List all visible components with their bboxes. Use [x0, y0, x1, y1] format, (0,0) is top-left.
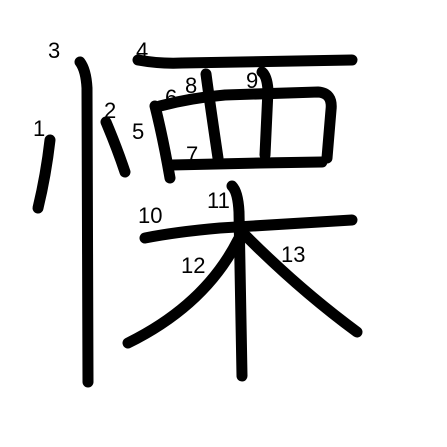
stroke-number-6: 6	[165, 85, 177, 110]
stroke-5	[149, 100, 176, 184]
stroke-number-5: 5	[132, 119, 144, 144]
stroke-2	[100, 116, 131, 178]
stroke-number-1: 1	[33, 116, 45, 141]
stroke-10	[139, 214, 358, 244]
stroke-12	[122, 234, 244, 349]
stroke-number-13: 13	[281, 242, 305, 267]
stroke-number-7: 7	[186, 142, 198, 167]
stroke-9	[256, 66, 274, 161]
stroke-number-2: 2	[104, 98, 116, 123]
stroke-number-8: 8	[185, 73, 197, 98]
stroke-3	[74, 56, 94, 388]
stroke-number-3: 3	[48, 38, 60, 63]
stroke-7	[166, 156, 328, 171]
stroke-number-10: 10	[138, 203, 162, 228]
stroke-number-12: 12	[181, 253, 205, 278]
stroke-number-9: 9	[246, 68, 258, 93]
stroke-8	[200, 68, 224, 164]
stroke-number-4: 4	[136, 38, 148, 63]
stroke-number-11: 11	[207, 188, 230, 213]
stroke-1	[32, 134, 56, 214]
stroke-4	[132, 54, 358, 69]
stroke-13	[240, 230, 363, 338]
stroke-11	[226, 180, 248, 382]
